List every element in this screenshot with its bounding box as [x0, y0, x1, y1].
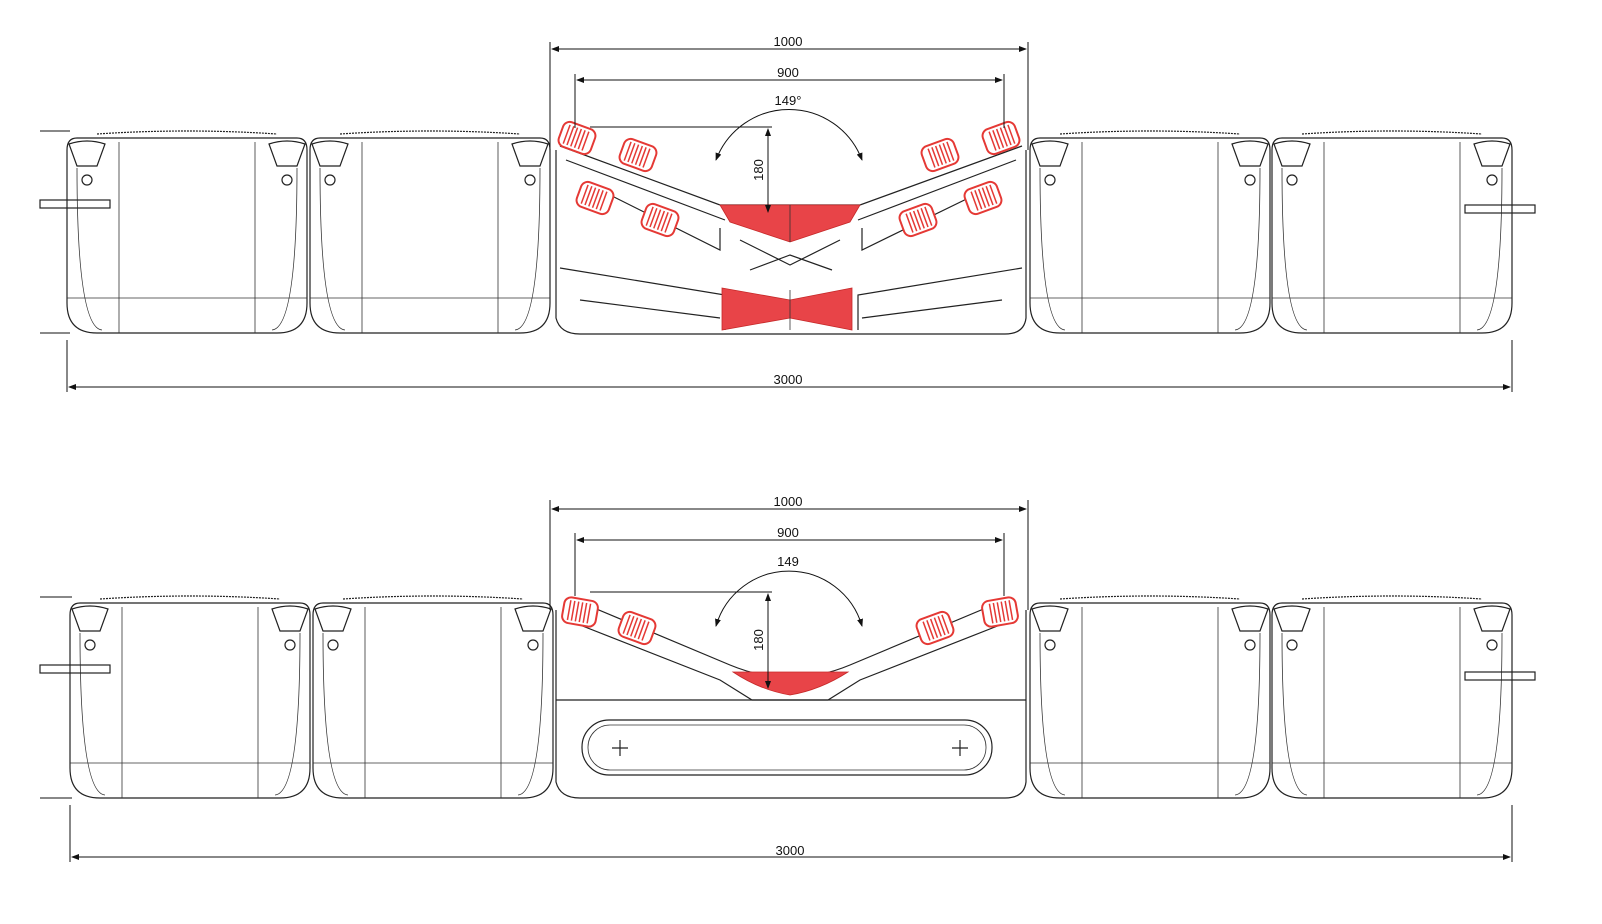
- bolt-icon: [324, 174, 336, 186]
- idler-roller: [915, 610, 955, 646]
- idler-roller: [618, 137, 658, 173]
- dimensions: 1000 900 149° 180 3000: [40, 34, 1513, 392]
- idler-roller: [640, 202, 680, 238]
- pontoon-float: [309, 130, 551, 334]
- lug-bracket: [71, 605, 109, 632]
- dim-angle: 149: [777, 554, 799, 569]
- bolt-icon: [1286, 639, 1298, 651]
- lug-bracket: [1231, 605, 1269, 632]
- lug-bracket: [514, 605, 552, 632]
- lug-bracket: [1273, 140, 1311, 167]
- idler-roller: [561, 596, 599, 628]
- connector-plate: [1464, 204, 1536, 214]
- dimensions: 1000 900 149 180 3000: [40, 494, 1513, 862]
- bolt-icon: [327, 639, 339, 651]
- connector-plate: [39, 664, 111, 674]
- pontoon-floats: [39, 595, 1536, 799]
- idler-roller: [617, 610, 657, 646]
- lug-bracket: [1473, 140, 1511, 167]
- trough-frame: [555, 596, 1027, 799]
- lug-bracket: [1231, 140, 1269, 167]
- lug-bracket: [68, 140, 106, 167]
- bolt-icon: [81, 174, 93, 186]
- bolt-icon: [281, 174, 293, 186]
- bolt-icon: [84, 639, 96, 651]
- dim-inner-width: 900: [777, 65, 799, 80]
- pontoon-float: [1271, 595, 1513, 799]
- dim-outer-width: 1000: [774, 34, 803, 49]
- dim-depth: 180: [751, 629, 766, 651]
- pontoon-float: [66, 130, 308, 334]
- pontoon-float: [1029, 595, 1271, 799]
- idler-roller: [981, 120, 1021, 156]
- dim-angle: 149°: [775, 93, 802, 108]
- bolt-icon: [1286, 174, 1298, 186]
- idler-roller: [963, 180, 1003, 216]
- dim-total-width: 3000: [774, 372, 803, 387]
- idler-roller: [557, 120, 597, 156]
- lug-bracket: [1473, 605, 1511, 632]
- dim-total-width: 3000: [776, 843, 805, 858]
- connector-plate: [39, 199, 111, 209]
- idler-roller: [981, 596, 1019, 628]
- trough-frame: [555, 120, 1027, 335]
- pontoon-float: [312, 595, 554, 799]
- bolt-icon: [524, 174, 536, 186]
- lug-bracket: [271, 605, 309, 632]
- lug-bracket: [1031, 605, 1069, 632]
- top-view-deep-trough: 1000 900 149° 180 3000: [39, 34, 1536, 392]
- bolt-icon: [1244, 639, 1256, 651]
- center-roller-lower: [721, 287, 853, 331]
- lug-bracket: [1031, 140, 1069, 167]
- pontoon-float: [1271, 130, 1513, 334]
- lug-bracket: [511, 140, 549, 167]
- bottom-view-shallow-trough: 1000 900 149 180 3000: [39, 494, 1536, 862]
- lug-bracket: [314, 605, 352, 632]
- pontoon-float: [69, 595, 311, 799]
- bolt-icon: [284, 639, 296, 651]
- dim-depth: 180: [751, 159, 766, 181]
- pontoon-floats: [39, 130, 1536, 334]
- lug-bracket: [311, 140, 349, 167]
- bolt-icon: [1486, 174, 1498, 186]
- center-roller: [731, 671, 850, 696]
- connector-plate: [1464, 671, 1536, 681]
- bolt-icon: [1244, 174, 1256, 186]
- bolt-icon: [1044, 639, 1056, 651]
- bolt-icon: [1044, 174, 1056, 186]
- pontoon-float: [1029, 130, 1271, 334]
- dim-inner-width: 900: [777, 525, 799, 540]
- lug-bracket: [268, 140, 306, 167]
- idler-roller: [575, 180, 615, 216]
- bolt-icon: [527, 639, 539, 651]
- lug-bracket: [1273, 605, 1311, 632]
- dim-outer-width: 1000: [774, 494, 803, 509]
- bolt-icon: [1486, 639, 1498, 651]
- idler-roller: [898, 202, 938, 238]
- idler-roller: [920, 137, 960, 173]
